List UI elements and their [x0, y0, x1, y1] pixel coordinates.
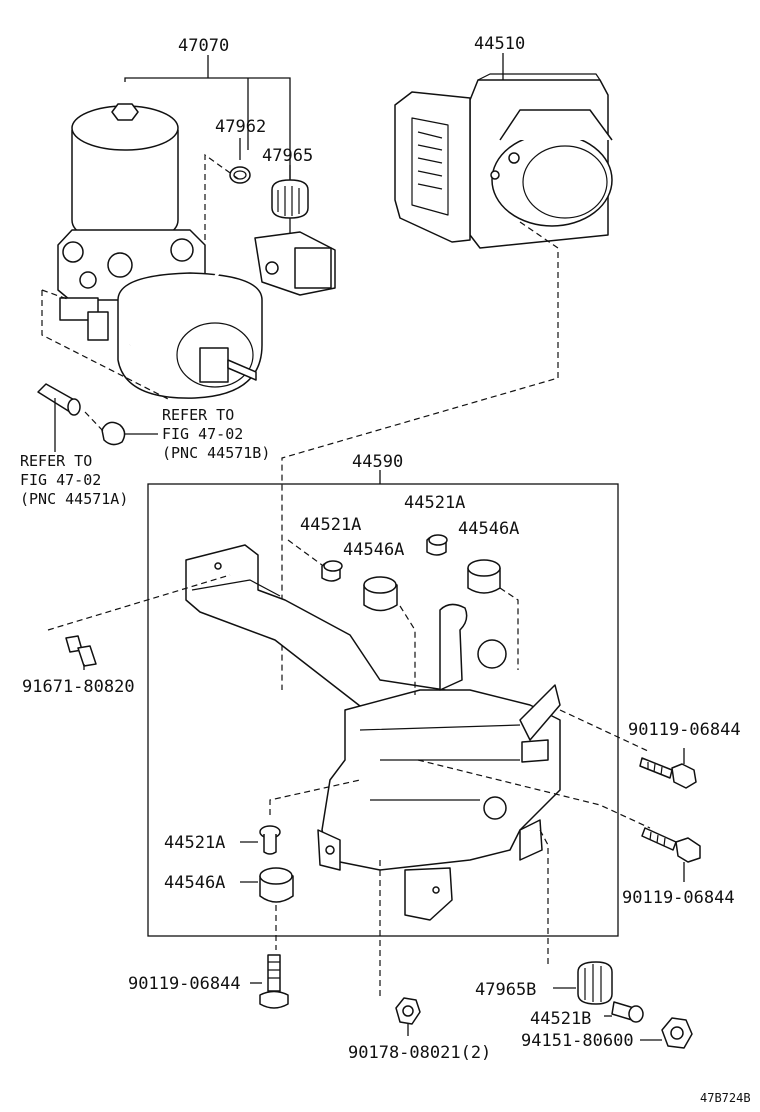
label-44521b: 44521B	[530, 1009, 591, 1029]
label-90119-06844-top: 90119-06844	[628, 720, 741, 740]
label-44546a-left: 44546A	[343, 540, 404, 560]
collar-44521a-3	[240, 825, 281, 855]
label-44546a-right: 44546A	[458, 519, 519, 539]
label-47070: 47070	[178, 36, 229, 56]
collar-44521a-2	[426, 534, 448, 556]
label-94151-80600: 94151-80600	[521, 1031, 634, 1051]
label-90119-06844-bottom: 90119-06844	[128, 974, 241, 994]
bracket-44590	[185, 470, 561, 921]
bracket-assembly-frame	[147, 483, 619, 937]
label-44521a-lower: 44521A	[164, 833, 225, 853]
grommet-44546a-2	[467, 559, 501, 594]
bolt-90119-06844-3	[250, 954, 289, 1009]
bolt-90119-06844-1	[639, 748, 697, 789]
pump-motor-assembly	[57, 55, 336, 399]
refer-note-right-line1: REFER TO	[162, 406, 234, 424]
refer-note-left-line3: (PNC 44571A)	[20, 490, 128, 508]
label-44590: 44590	[352, 452, 403, 472]
label-47965: 47965	[262, 146, 313, 166]
nut-94151-80600	[640, 1017, 693, 1049]
refer-note-left-line1: REFER TO	[20, 452, 92, 470]
label-44521a-left: 44521A	[300, 515, 361, 535]
label-44546a-lower: 44546A	[164, 873, 225, 893]
label-91671-80820: 91671-80820	[22, 677, 135, 697]
label-44510: 44510	[474, 34, 525, 54]
label-47962: 47962	[215, 117, 266, 137]
refer-note-right-line2: FIG 47-02	[162, 425, 243, 443]
cap-47965	[271, 165, 309, 219]
refer-note-right-line3: (PNC 44571B)	[162, 444, 270, 462]
figure-id: 47B724B	[700, 1091, 751, 1105]
label-90178-08021: 90178-08021(2)	[348, 1043, 491, 1063]
cap-47965b	[553, 961, 613, 1005]
collar-44521b	[604, 1001, 644, 1023]
hose-left	[37, 383, 81, 452]
grommet-44546a-1	[363, 576, 398, 612]
bolt-90119-06844-2	[641, 827, 701, 882]
label-90119-06844-mid: 90119-06844	[622, 888, 735, 908]
label-47965b: 47965B	[475, 980, 536, 1000]
refer-note-left-line2: FIG 47-02	[20, 471, 101, 489]
nut-90178-08021	[395, 997, 421, 1036]
abs-actuator-44510	[394, 53, 613, 249]
label-44521a-right: 44521A	[404, 493, 465, 513]
grommet-44546a-3	[240, 867, 294, 903]
o-ring-47962	[229, 138, 251, 184]
bolt-91671-80820	[65, 635, 97, 670]
collar-44521a-1	[321, 560, 343, 582]
clip-fitting	[84, 411, 158, 446]
